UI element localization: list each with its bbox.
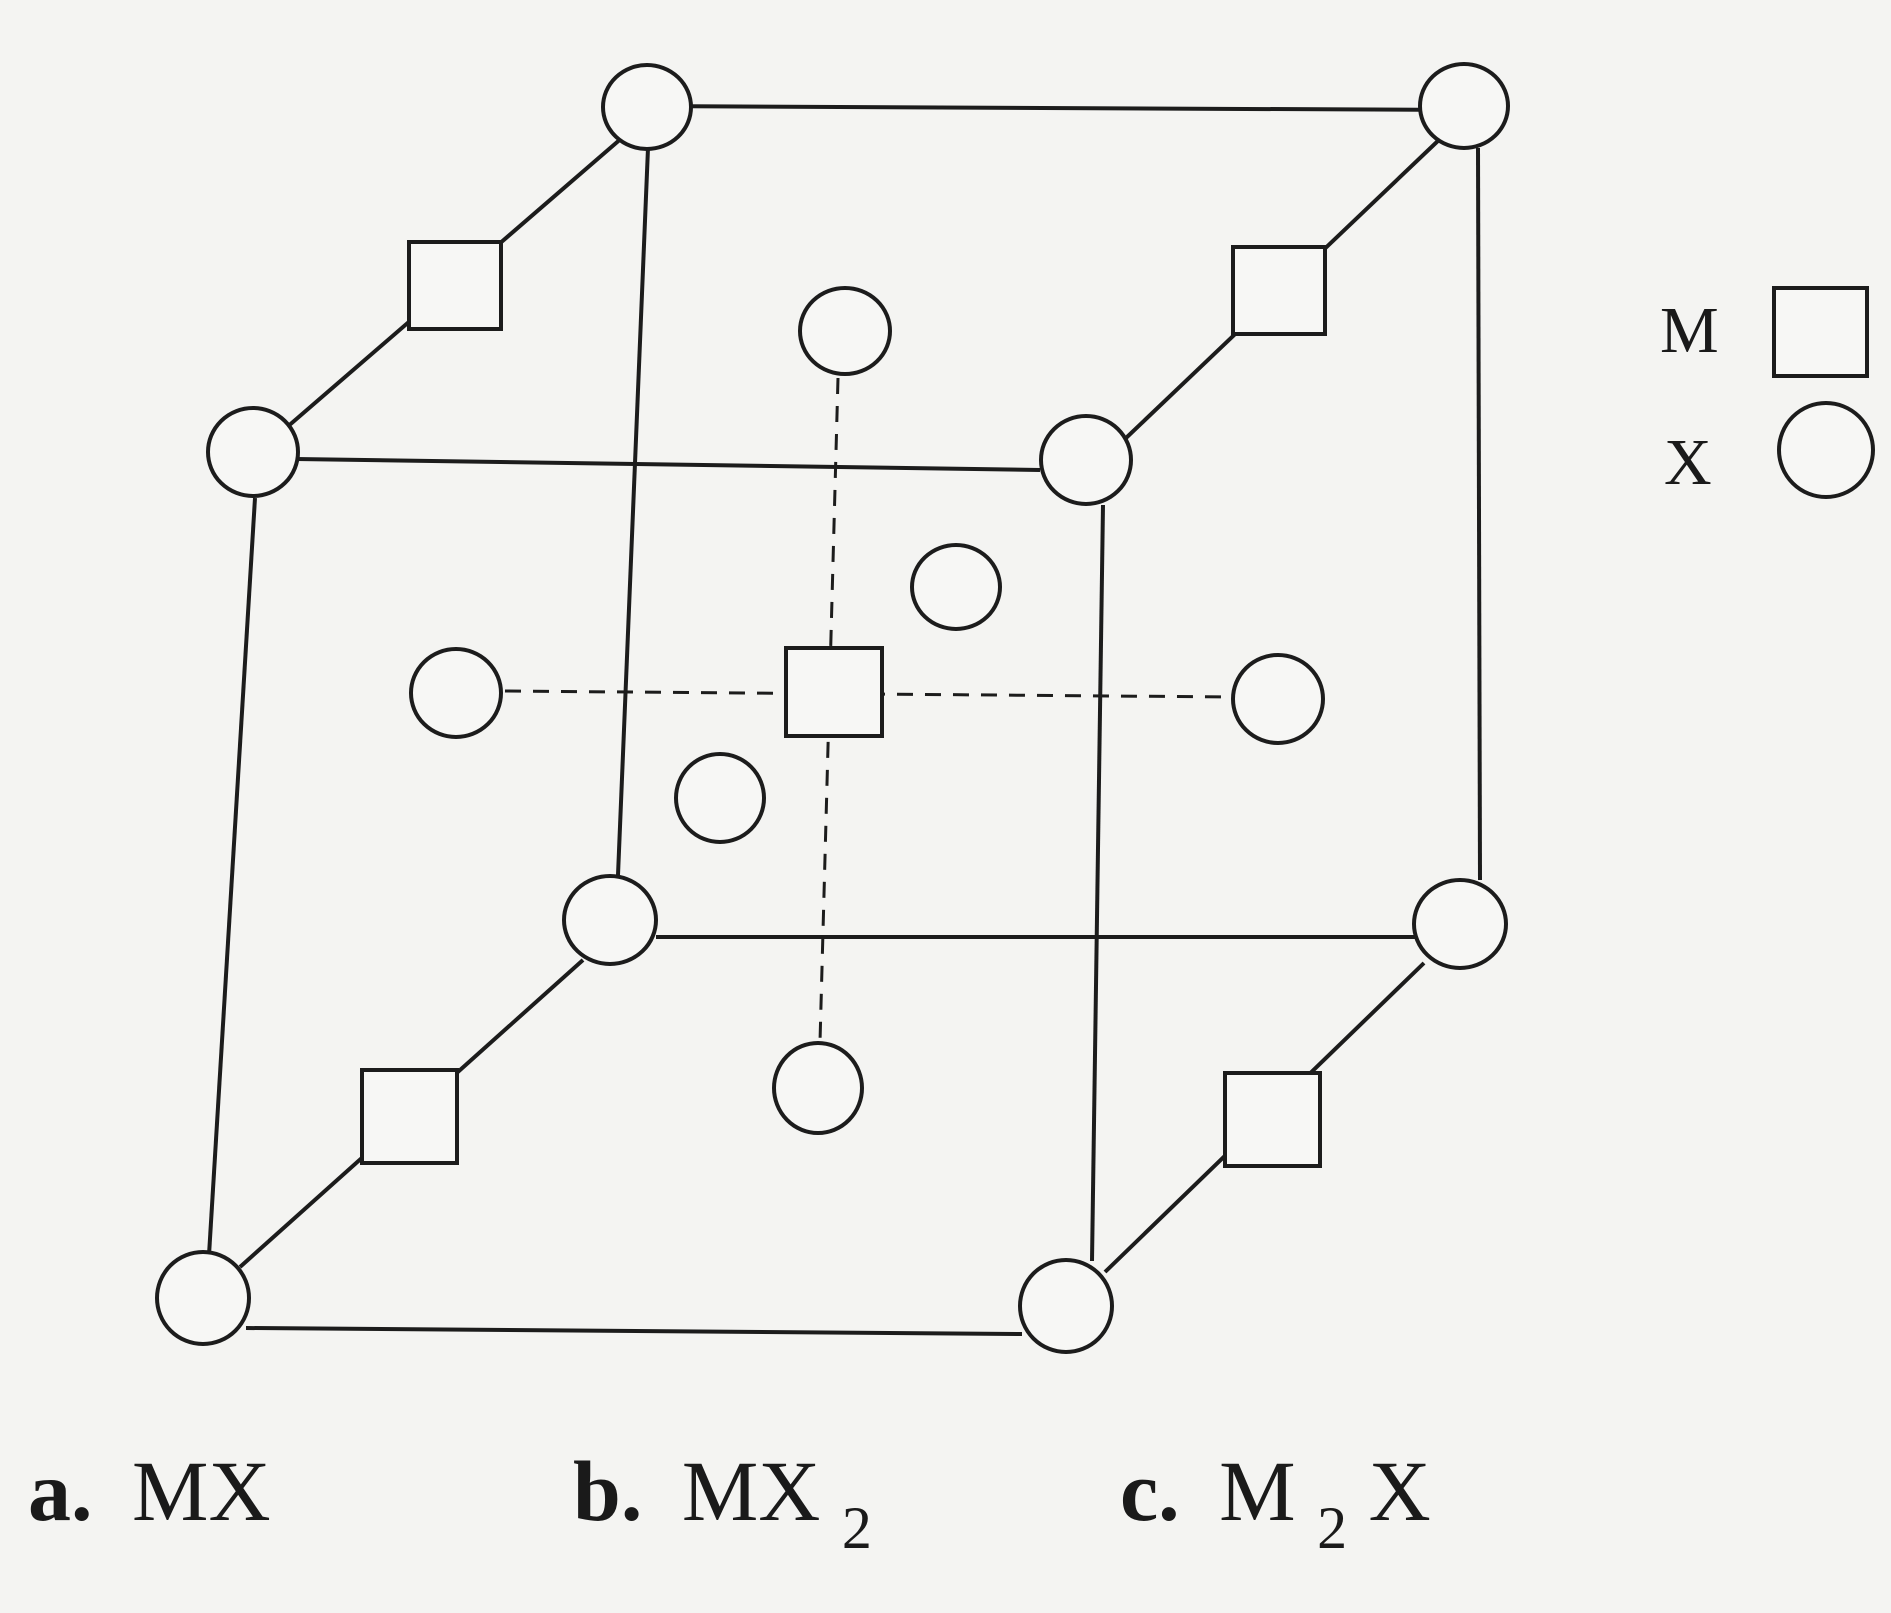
legend-m-square-icon (1772, 286, 1869, 378)
option-c-letter: c. (1120, 1443, 1180, 1539)
x-atom-circle (562, 874, 658, 966)
legend: M X (1660, 286, 1875, 499)
option-a[interactable]: a. MX (28, 1443, 271, 1539)
x-atom-circle (674, 752, 766, 844)
answer-options[interactable]: a. MX b. MX 2 c. M 2 X (28, 1443, 1431, 1567)
x-atom-circle (1231, 653, 1325, 745)
x-atoms-corners (155, 62, 1510, 1354)
x-atoms-face-centres (409, 286, 1325, 1135)
edge-back-top (642, 104, 1463, 112)
legend-x-label: X (1664, 426, 1712, 499)
edge-front-bottom (245, 1326, 1023, 1336)
option-b-formula: MX (682, 1443, 821, 1539)
x-atom-circle (155, 1250, 251, 1346)
x-atom-circle (772, 1041, 864, 1135)
m-atom-square (360, 1068, 459, 1165)
m-atom-square-body-centre (784, 646, 884, 738)
m-atom-square (1223, 1071, 1322, 1168)
edge-front-left (207, 497, 257, 1256)
option-a-letter: a. (28, 1443, 93, 1539)
x-atom-circle (1018, 1258, 1114, 1354)
edge-front-right (1090, 504, 1105, 1262)
edge-back-left (616, 147, 650, 876)
legend-m-label: M (1660, 294, 1719, 367)
option-b-subscript: 2 (842, 1495, 872, 1561)
edge-front-top (295, 457, 1041, 472)
option-b[interactable]: b. MX 2 (573, 1443, 872, 1561)
x-atom-circle (1412, 878, 1508, 970)
x-atom-circle (1418, 62, 1510, 150)
option-c-subscript: 2 (1317, 1495, 1347, 1561)
x-atom-circle (601, 63, 693, 151)
option-a-formula: MX (132, 1443, 271, 1539)
x-atom-circle (1039, 414, 1133, 506)
x-atom-circle (798, 286, 892, 376)
x-atom-circle (910, 543, 1002, 631)
x-atom-circle (206, 406, 300, 498)
edge-back-right (1476, 147, 1482, 881)
m-atoms (360, 240, 1327, 1168)
option-b-letter: b. (573, 1443, 642, 1539)
m-atom-square (407, 240, 503, 331)
m-atom-square (1231, 245, 1327, 336)
option-c-formula-post: X (1369, 1443, 1431, 1539)
x-atom-circle (409, 647, 503, 739)
option-c-formula-pre: M (1219, 1443, 1295, 1539)
option-c[interactable]: c. M 2 X (1120, 1443, 1431, 1567)
legend-x-circle-icon (1777, 401, 1875, 499)
cube-edges (207, 104, 1482, 1336)
